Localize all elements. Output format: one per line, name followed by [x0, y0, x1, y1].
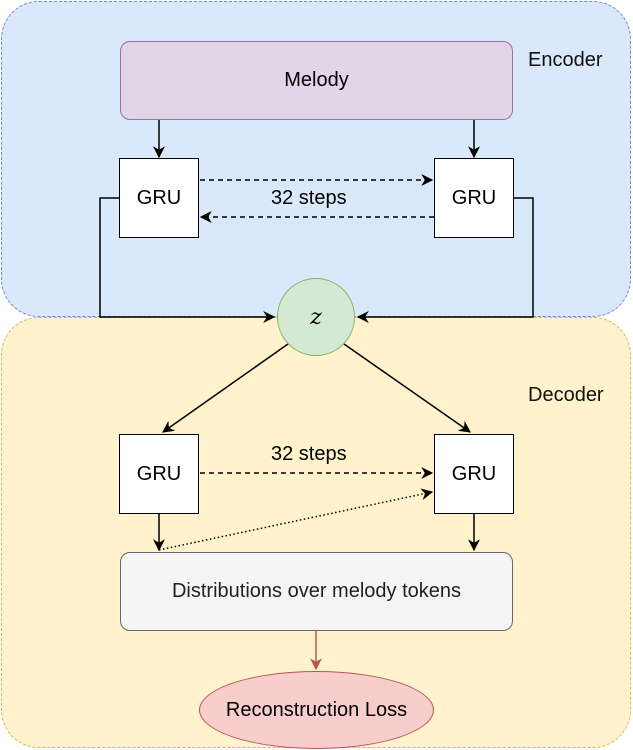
encoder-gru-left-label: GRU [136, 186, 182, 209]
latent-z-node: z [277, 278, 355, 356]
feedback-dotted-arrow [158, 488, 434, 551]
decoder-gru-left: GRU [119, 434, 199, 514]
decoder-gru-right-label: GRU [451, 462, 497, 485]
output-distributions-label: Distributions over melody tokens [171, 580, 461, 602]
decoder-label: Decoder [528, 384, 604, 406]
melody-label: Melody [284, 69, 349, 91]
decoder-gru-left-label: GRU [136, 462, 182, 485]
reconstruction-loss-node: Reconstruction Loss [199, 671, 434, 749]
gru-left-to-z-arrow [99, 197, 276, 323]
melody-input-box: Melody [120, 41, 513, 120]
z-to-decoder-gru-left-arrow [162, 343, 289, 433]
encoder-gru-right: GRU [434, 158, 514, 238]
encoder-steps-label: 32 steps [271, 187, 347, 209]
decoder-steps-label: 32 steps [271, 443, 347, 465]
latent-z-label: z [310, 304, 322, 330]
encoder-gru-right-label: GRU [451, 186, 497, 209]
reconstruction-loss-label: Reconstruction Loss [225, 698, 408, 721]
output-distributions-box: Distributions over melody tokens [120, 552, 513, 631]
encoder-gru-left: GRU [119, 158, 199, 238]
z-to-decoder-gru-right-arrow [343, 343, 471, 433]
decoder-gru-right: GRU [434, 434, 514, 514]
gru-right-to-z-arrow [356, 197, 534, 323]
encoder-label: Encoder [528, 49, 603, 71]
